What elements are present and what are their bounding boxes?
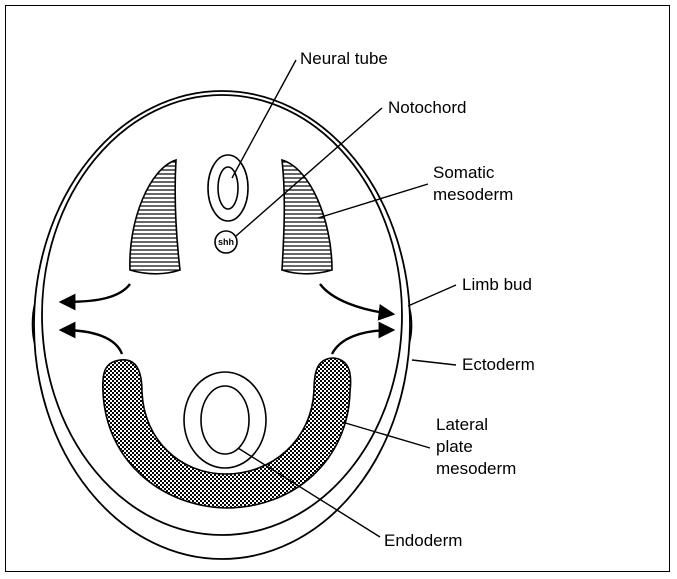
label-endoderm: Endoderm: [384, 531, 462, 550]
label-lateral-line3: mesoderm: [436, 459, 516, 478]
label-somatic-line1: Somatic: [433, 163, 495, 182]
label-somatic-line2: mesoderm: [433, 185, 513, 204]
label-lateral-line1: Lateral: [436, 415, 488, 434]
gut-endoderm: [201, 386, 249, 454]
label-limb-bud: Limb bud: [462, 275, 532, 294]
leader-ectoderm: [412, 360, 456, 365]
shh-label: shh: [218, 237, 234, 247]
label-notochord: Notochord: [388, 98, 466, 117]
leader-limb-bud: [408, 285, 456, 306]
label-lateral-line2: plate: [436, 437, 473, 456]
label-neural-tube: Neural tube: [300, 49, 388, 68]
label-ectoderm: Ectoderm: [462, 355, 535, 374]
